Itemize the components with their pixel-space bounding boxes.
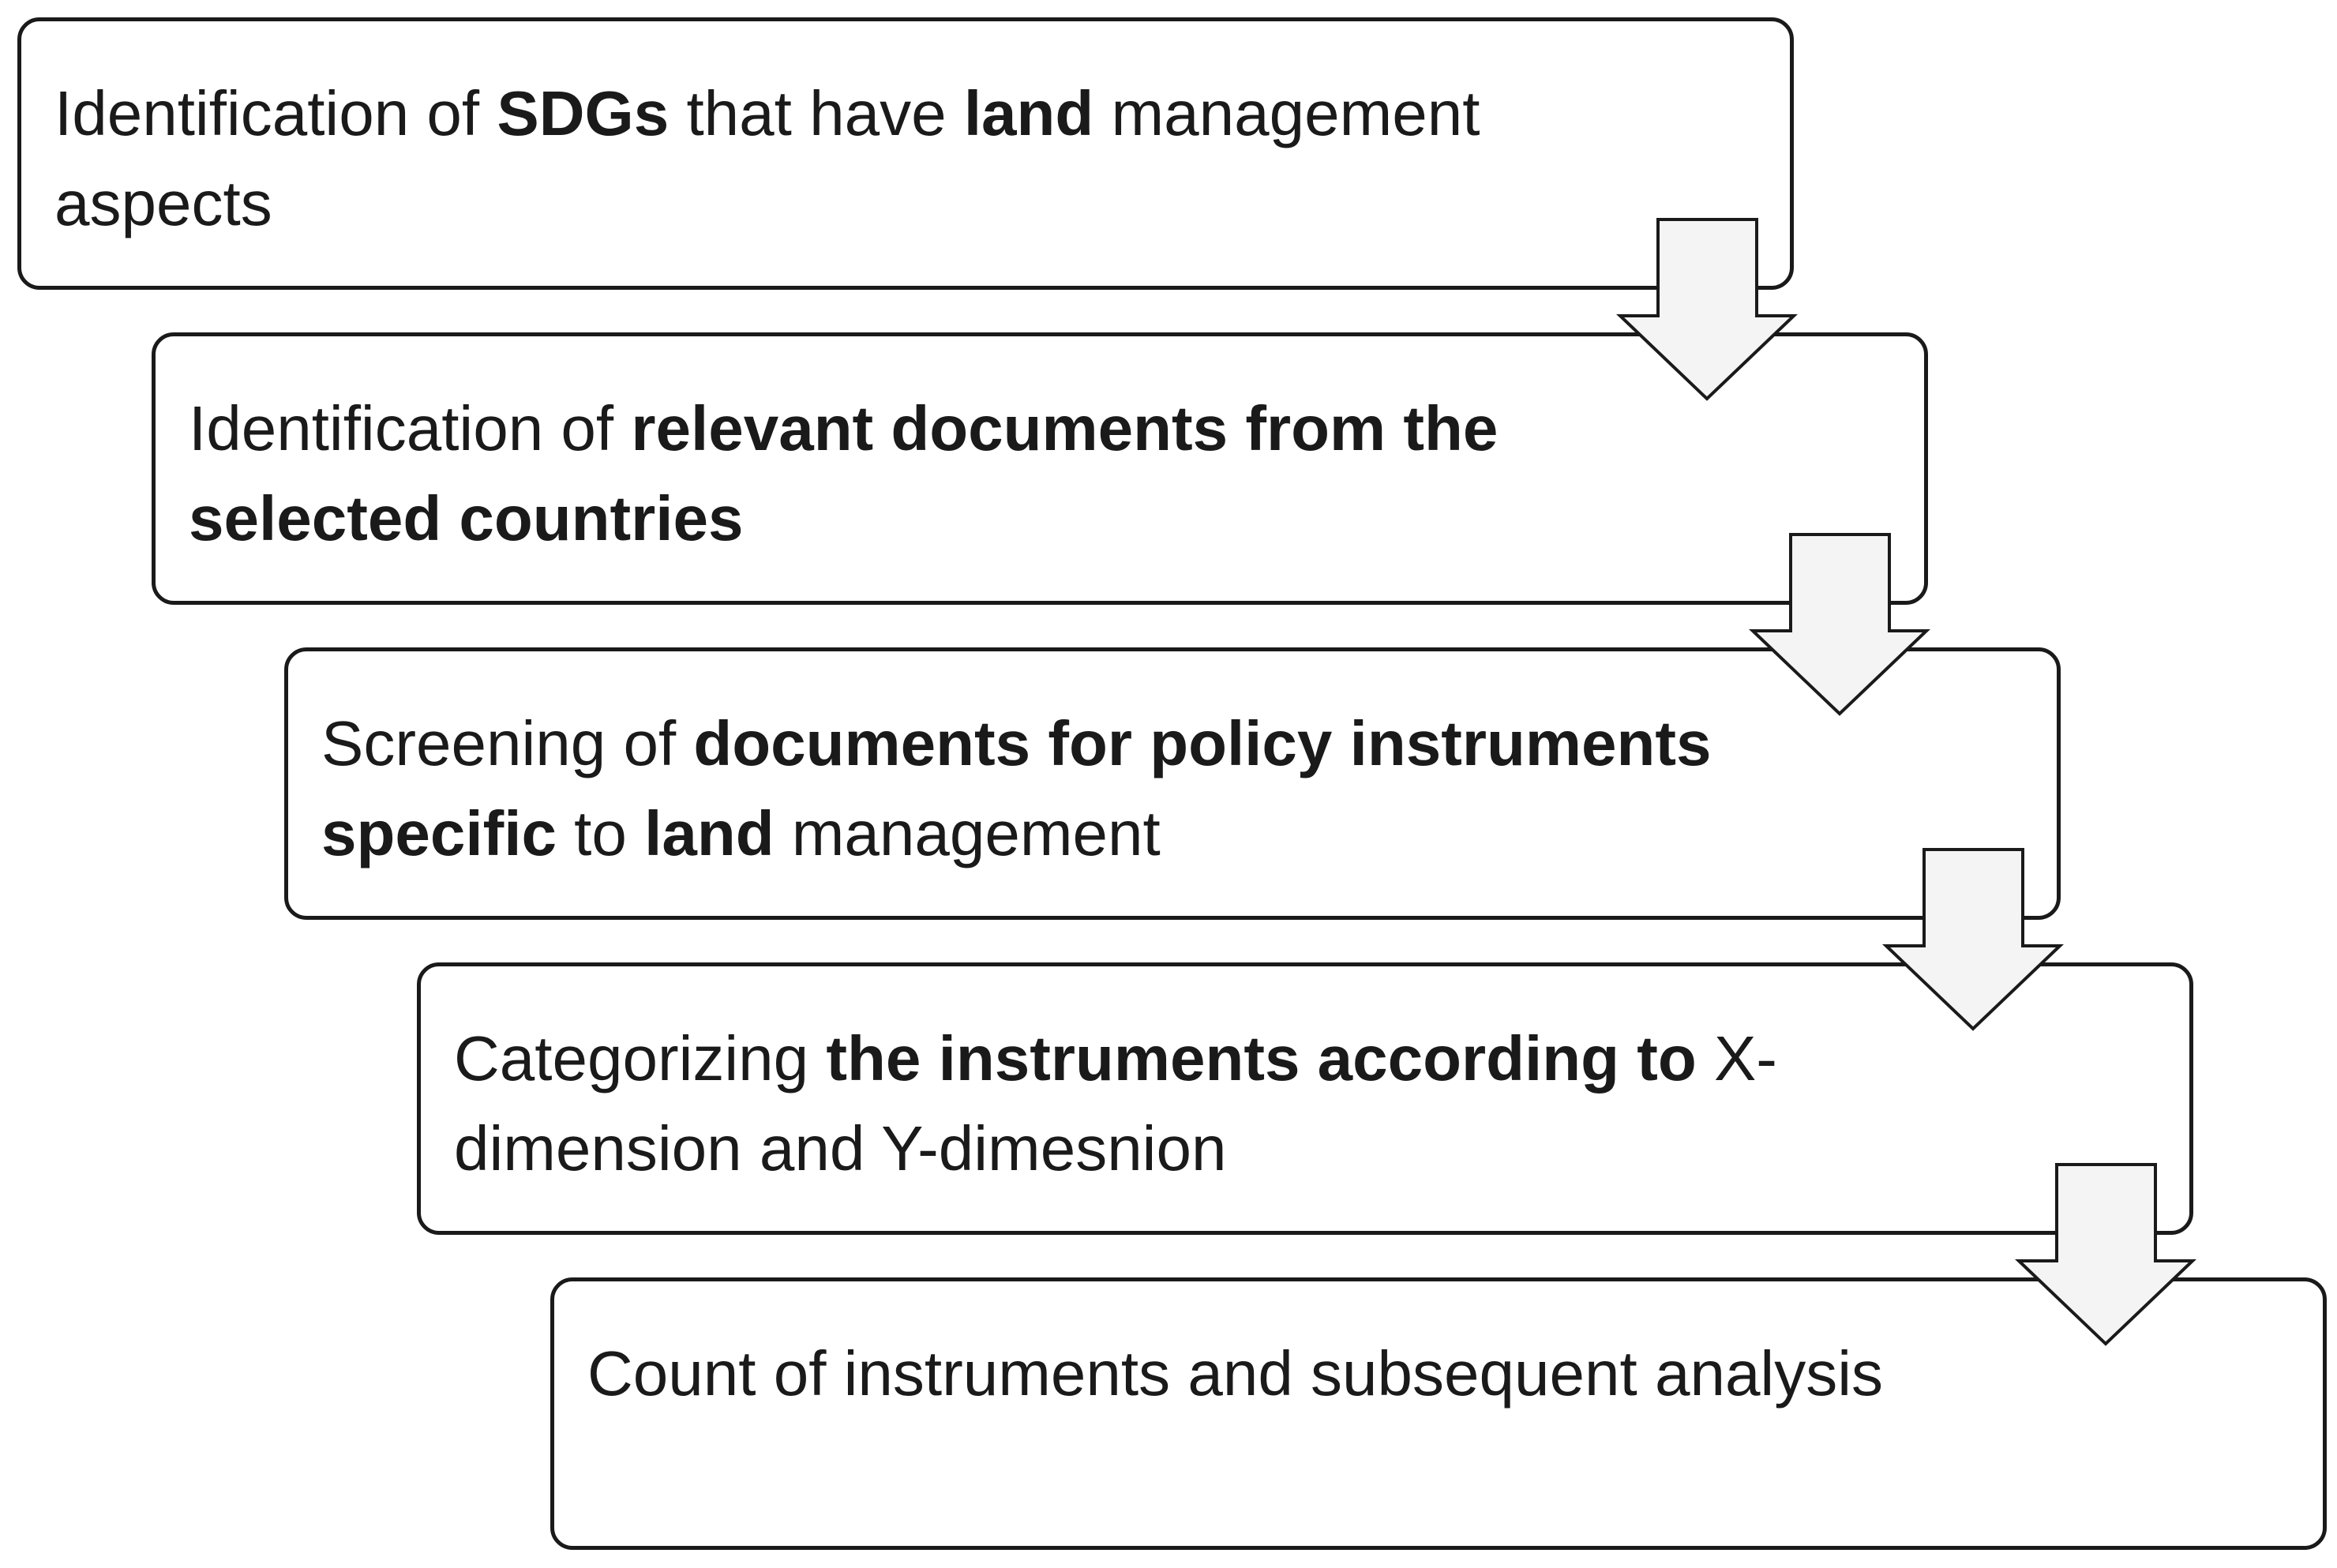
step-2-segment: Identification of	[189, 393, 632, 463]
step-text-4: Categorizing the instruments according t…	[454, 1014, 2033, 1194]
step-1-segment: land	[963, 78, 1094, 148]
step-3-segment: management	[774, 798, 1161, 868]
step-3-segment: documents for policy instruments specifi…	[321, 708, 1712, 868]
step-box-2: Identification of relevant documents fro…	[152, 332, 1928, 605]
step-1-segment: SDGs	[497, 78, 670, 148]
step-4-segment: Categorizing	[454, 1023, 827, 1093]
step-1-segment: Identification of	[54, 78, 497, 148]
step-text-3: Screening of documents for policy instru…	[321, 699, 1900, 879]
step-3-segment: land	[644, 798, 775, 868]
step-3-segment: to	[556, 798, 645, 868]
step-box-4: Categorizing the instruments according t…	[417, 962, 2193, 1235]
step-box-5: Count of instruments and subsequent anal…	[550, 1277, 2327, 1550]
step-3-segment: Screening of	[321, 708, 694, 778]
step-text-2: Identification of relevant documents fro…	[189, 384, 1768, 564]
step-5-segment: Count of instruments and subsequent anal…	[587, 1338, 1883, 1409]
step-4-segment: X-dimension and Y-dimesnion	[454, 1023, 1777, 1184]
step-box-3: Screening of documents for policy instru…	[284, 647, 2061, 920]
step-text-1: Identification of SDGs that have land ma…	[54, 69, 1634, 249]
step-box-1: Identification of SDGs that have land ma…	[17, 17, 1794, 290]
step-1-segment: management aspects	[54, 78, 1480, 238]
step-2-segment: relevant documents from the selected cou…	[189, 393, 1499, 553]
step-text-5: Count of instruments and subsequent anal…	[587, 1329, 2166, 1419]
step-1-segment: that have	[669, 78, 964, 148]
step-4-segment: the instruments according to	[826, 1023, 1697, 1093]
